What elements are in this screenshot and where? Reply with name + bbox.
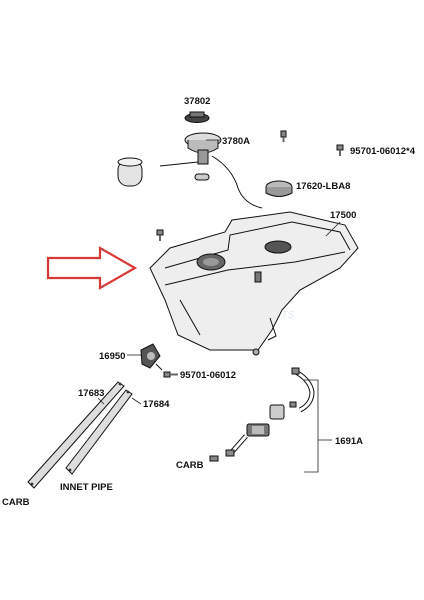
red-arrow-icon <box>46 246 138 290</box>
label-3780A: 3780A <box>222 136 250 147</box>
cap-ring-37802 <box>184 111 210 123</box>
label-innet-pipe: INNET PIPE <box>60 482 113 493</box>
strap-17684 <box>65 389 133 475</box>
label-95701-06012: 95701-06012 <box>180 370 236 381</box>
fuel-tank-17500 <box>149 211 359 356</box>
label-37802: 37802 <box>184 96 210 107</box>
label-95701-06012x4: 95701-06012*4 <box>350 146 416 157</box>
label-17500: 17500 <box>330 210 356 221</box>
filler-cap-17620 <box>265 180 293 197</box>
label-17620-LBA8: 17620-LBA8 <box>296 181 350 192</box>
strap-17683 <box>27 381 125 489</box>
label-17683: 17683 <box>78 388 104 399</box>
label-carb-left: CARB <box>2 497 30 508</box>
fuel-cock-16950 <box>140 343 163 371</box>
label-17684: 17684 <box>143 399 170 410</box>
fuel-pipe-1691A <box>209 367 315 462</box>
bolt-95701-06012x4 <box>336 144 344 156</box>
gauge-wire <box>211 155 263 209</box>
fuel-float <box>117 157 143 187</box>
bolt-95701-06012 <box>163 371 178 378</box>
label-16950: 16950 <box>99 351 125 362</box>
bolt-left-tank <box>156 229 164 241</box>
fuel-gauge-sender-3780A <box>159 132 222 181</box>
bolt-top <box>280 130 287 142</box>
label-1691A: 1691A <box>335 436 363 447</box>
label-carb-right: CARB <box>176 460 204 471</box>
